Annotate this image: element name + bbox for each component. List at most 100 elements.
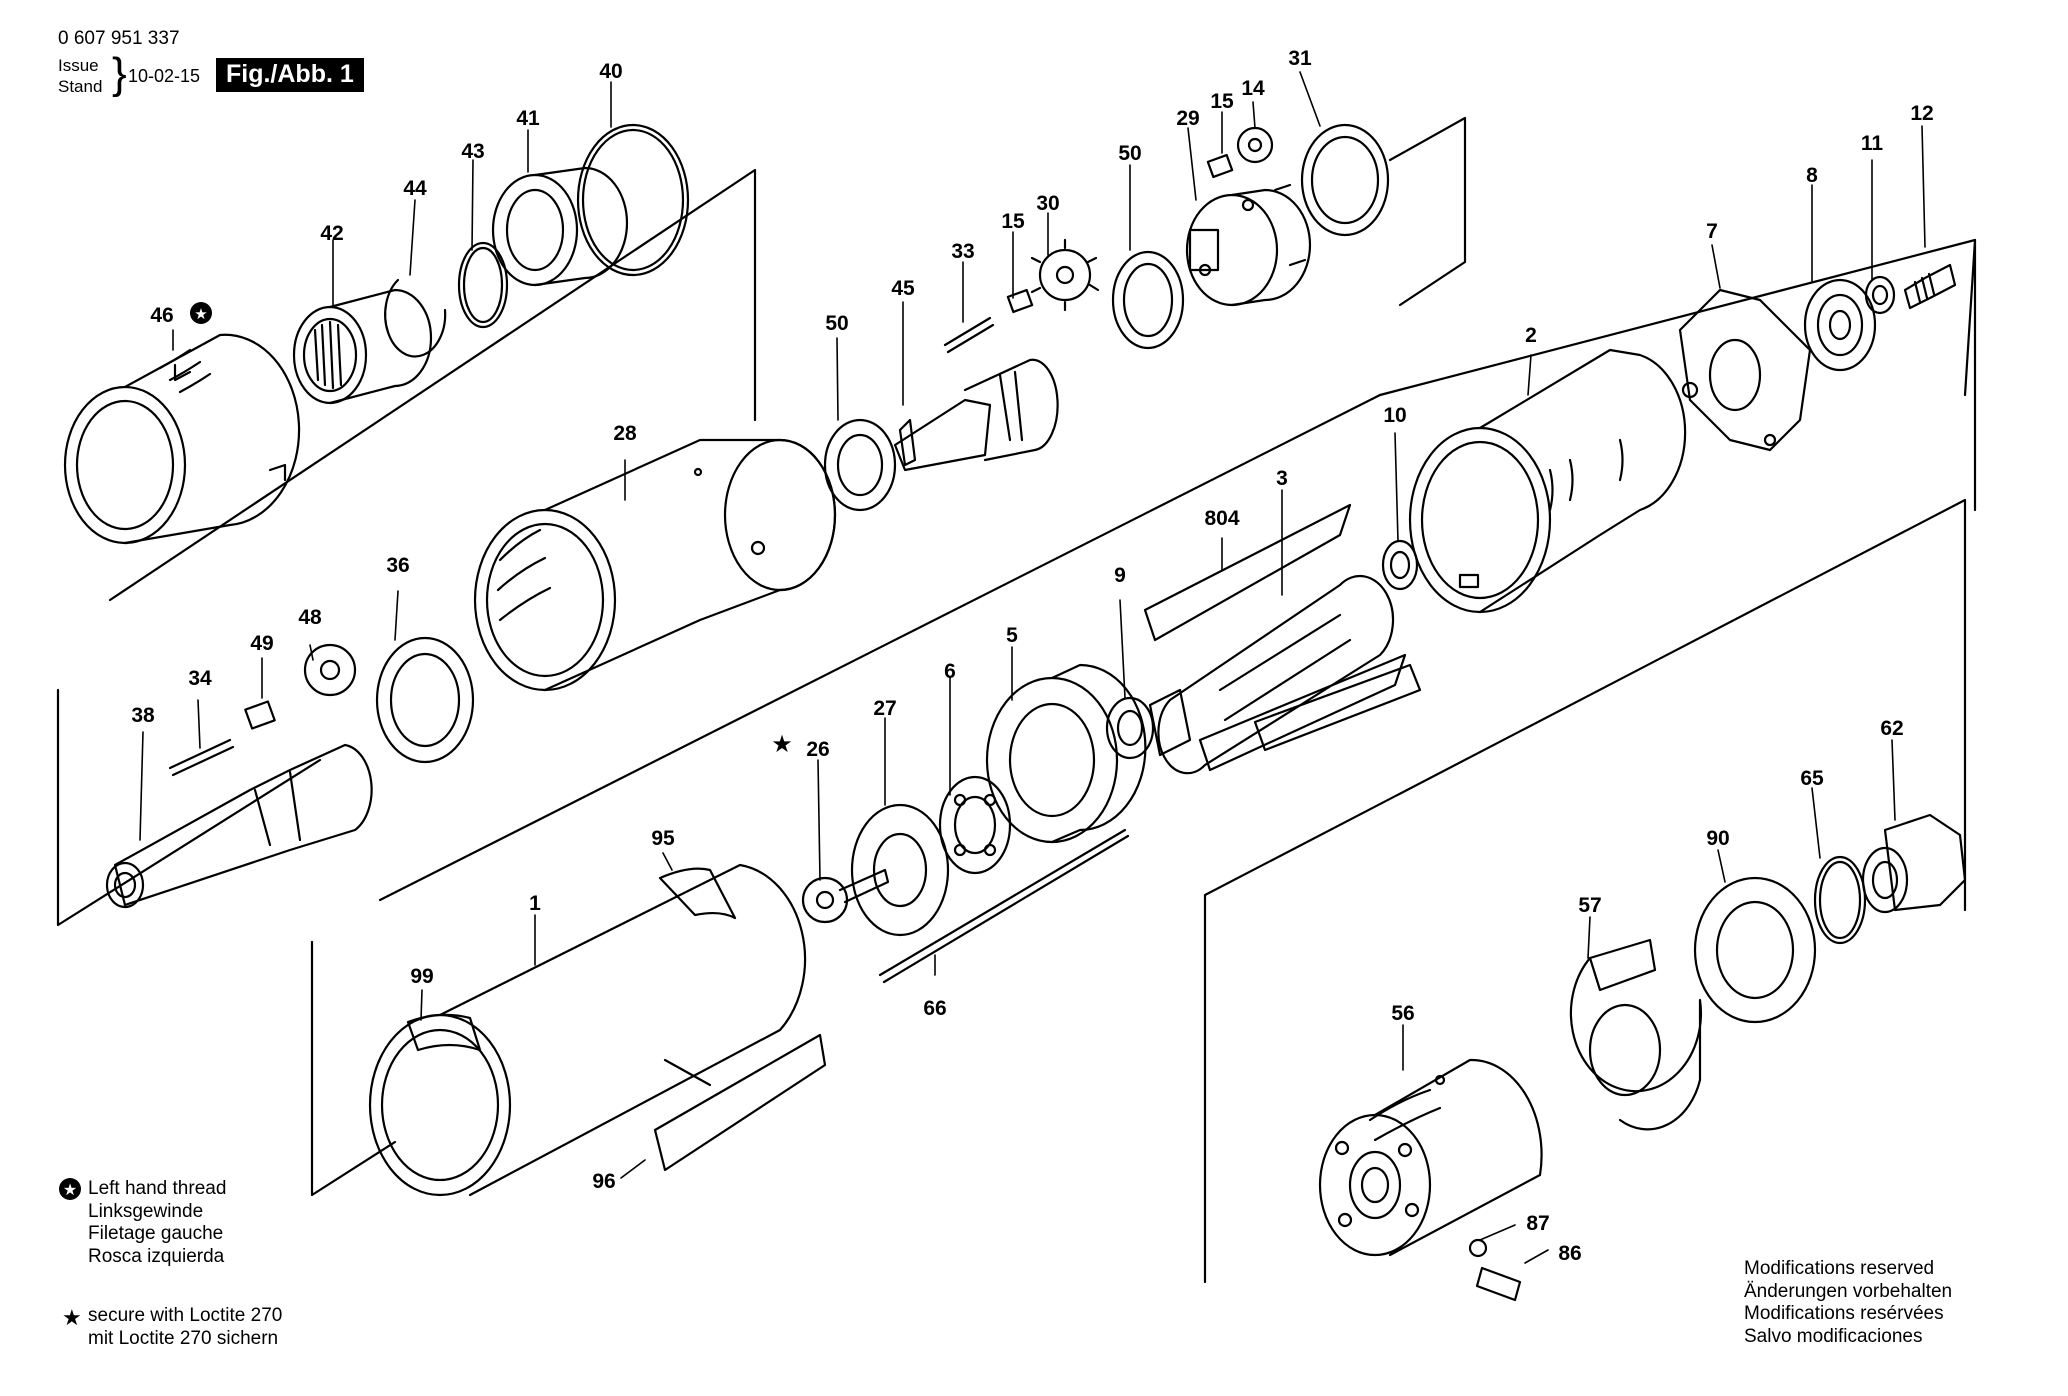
part-label-10: 10: [1383, 404, 1406, 427]
issue-date: 10-02-15: [128, 66, 201, 86]
loctite-star-26: ★: [771, 730, 793, 758]
left-hand-thread-icon: ★: [58, 1177, 82, 1206]
part-28-housing: [473, 438, 837, 692]
part-label-1: 1: [529, 892, 541, 915]
part-1-sleeve: [368, 863, 807, 1197]
part-label-27: 27: [873, 697, 896, 720]
part-96-strip: [653, 1033, 827, 1172]
frame-section-4: [1963, 238, 1977, 512]
left-hand-thread-note: Left hand thread Linksgewinde Filetage g…: [88, 1178, 226, 1268]
part-5-bearing: [985, 676, 1119, 844]
note-line: Modifications reserved: [1744, 1258, 1935, 1279]
figure-label: Fig./Abb. 1: [216, 58, 364, 92]
stand-label: Stand: [58, 77, 103, 96]
part-14-gear: [1236, 126, 1274, 164]
part-42-needle-bearing: [292, 288, 433, 405]
part-6-ball-bearing: [938, 775, 1012, 875]
part-33-pin: [943, 316, 992, 347]
part-31-ring: [1300, 123, 1390, 237]
part-56-end-housing: [1318, 1058, 1543, 1257]
part-27-washer: [850, 803, 950, 937]
part-label-66: 66: [923, 997, 946, 1020]
part-29-planet-carrier: [1185, 183, 1312, 307]
part-label-86: 86: [1558, 1242, 1581, 1265]
part-label-28: 28: [613, 422, 637, 445]
part-label-90: 90: [1706, 827, 1729, 850]
frame-section-2: [56, 688, 322, 927]
svg-text:★: ★: [63, 1180, 77, 1199]
part-label-36: 36: [386, 554, 409, 577]
part-2-cylinder: [1408, 348, 1687, 614]
part-804-vane-c: [1253, 663, 1422, 752]
part-95-band: [658, 867, 737, 920]
part-44-circlip: [384, 278, 447, 358]
svg-text:★: ★: [194, 305, 207, 323]
part-label-50b: 50: [1118, 142, 1141, 165]
part-number-labels: 4642444341404533153050502915143112118721…: [131, 47, 1933, 1265]
part-11-washer: [1864, 275, 1896, 315]
part-7-end-plate: [1678, 288, 1812, 452]
part-46-threaded-nut: [63, 333, 301, 545]
part-label-43: 43: [461, 140, 484, 163]
loctite-note: secure with Loctite 270 mit Loctite 270 …: [88, 1305, 282, 1350]
part-label-34: 34: [188, 667, 212, 690]
part-49-roller: [244, 700, 276, 730]
part-99-label: [406, 1013, 482, 1052]
frame-diagonal-a: [378, 393, 1382, 902]
part-36-bearing: [375, 636, 475, 764]
part-label-56: 56: [1391, 1002, 1414, 1025]
part-label-2: 2: [1525, 324, 1537, 347]
part-48-gear: [303, 643, 357, 697]
note-line: Rosca izquierda: [88, 1245, 225, 1267]
part-label-804: 804: [1204, 507, 1239, 530]
part-label-9: 9: [1114, 564, 1126, 587]
part-label-8: 8: [1806, 164, 1818, 187]
part-65-o-ring: [1813, 855, 1867, 945]
part-62-plug: [1861, 813, 1967, 914]
part-label-50a: 50: [825, 312, 848, 335]
part-40-o-ring: [576, 123, 690, 277]
part-label-44: 44: [403, 177, 427, 200]
note-line: Left hand thread: [88, 1178, 227, 1199]
part-87-ring: [1468, 1238, 1488, 1258]
issue-label: Issue: [58, 56, 99, 75]
frame-section-3: [1388, 116, 1467, 264]
part-label-62: 62: [1880, 717, 1903, 740]
part-label-15a: 15: [1001, 210, 1025, 233]
part-8-bearing: [1803, 278, 1877, 372]
part-label-5: 5: [1006, 624, 1018, 647]
part-label-45: 45: [891, 277, 915, 300]
note-line: Filetage gauche: [88, 1223, 224, 1244]
part-label-12: 12: [1910, 102, 1933, 125]
part-50-washer-b: [1111, 250, 1185, 350]
part-label-41: 41: [516, 107, 540, 130]
brace-glyph: }: [112, 49, 127, 98]
part-15-roller-b: [1206, 153, 1234, 179]
modifications-note: Modifications reserved Änderungen vorbeh…: [1744, 1258, 1952, 1348]
part-26-gear: [801, 868, 890, 924]
note-line: mit Loctite 270 sichern: [88, 1327, 279, 1349]
loctite-star-icon: ★: [62, 1305, 82, 1330]
part-34-pin: [168, 738, 232, 770]
part-label-14: 14: [1241, 77, 1265, 100]
part-label-30: 30: [1036, 192, 1059, 215]
part-12-screw: [1903, 263, 1957, 310]
part-label-15b: 15: [1210, 90, 1234, 113]
part-label-3: 3: [1276, 467, 1288, 490]
part-label-38: 38: [131, 704, 155, 727]
frame-section-1: [108, 168, 757, 602]
part-label-87: 87: [1526, 1212, 1549, 1235]
part-45-shaft: [893, 358, 1059, 472]
part-label-7: 7: [1706, 220, 1718, 243]
part-label-26: 26: [806, 738, 829, 761]
part-43-o-ring: [457, 241, 509, 329]
leader-lines: [139, 71, 1926, 1264]
part-804-vane-a: [1143, 503, 1352, 642]
svg-text:★: ★: [771, 730, 793, 758]
part-label-40: 40: [599, 60, 622, 83]
part-label-49: 49: [250, 632, 273, 655]
part-label-46: 46: [150, 304, 173, 327]
part-number: 0 607 951 337: [58, 28, 180, 49]
issue-stand-labels: Issue Stand: [58, 55, 102, 97]
